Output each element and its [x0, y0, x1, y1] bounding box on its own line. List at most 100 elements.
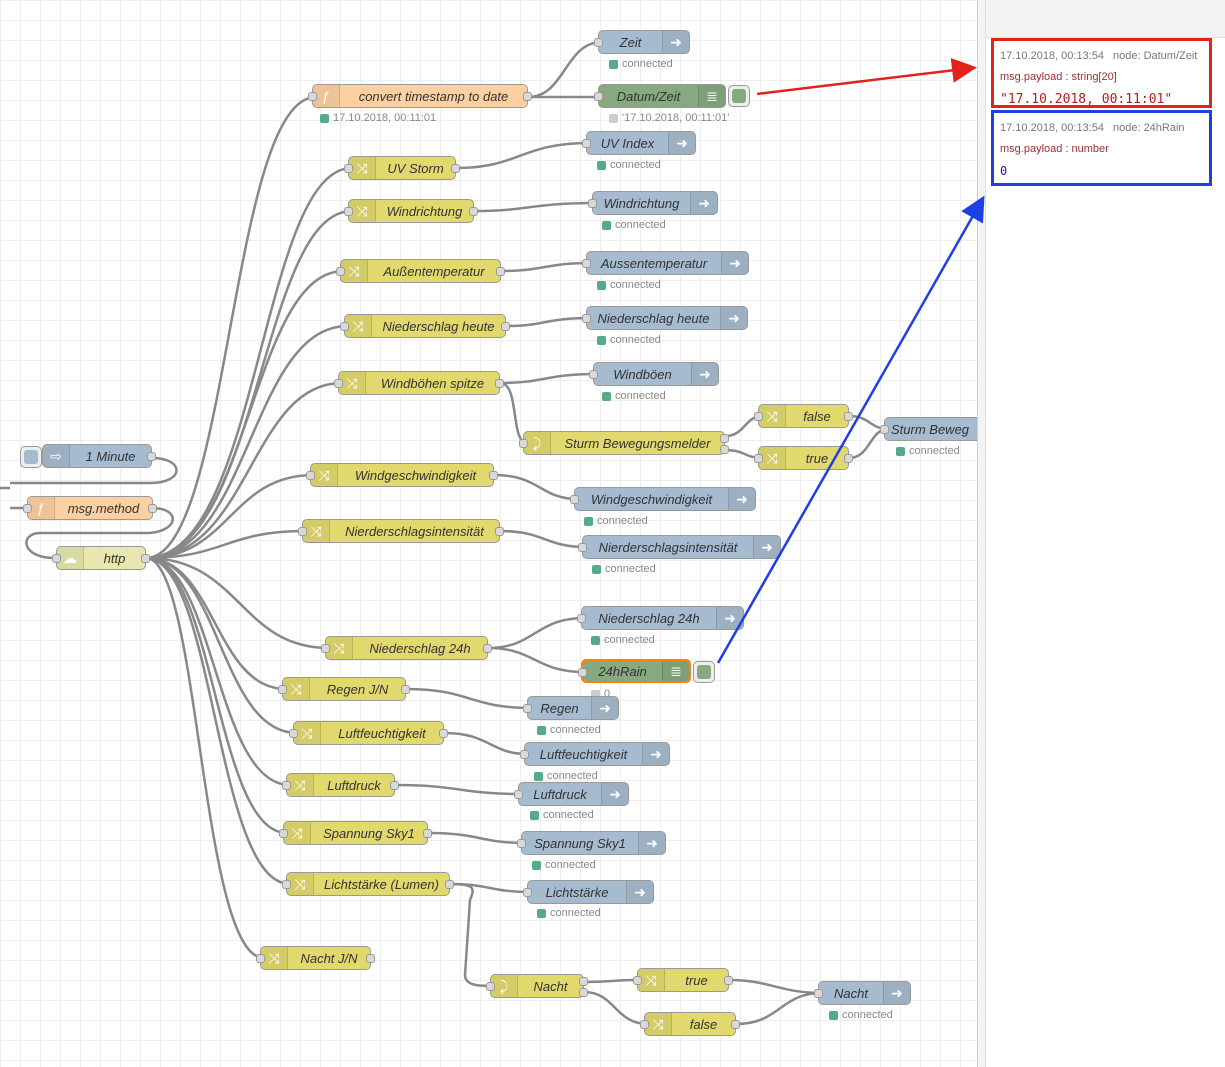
change-node-false-nacht[interactable]: ⤨ false [640, 1012, 740, 1036]
input-port[interactable] [814, 989, 823, 998]
flow-canvas[interactable]: ⇨ 1 Minute ƒ msg.method ☁ http ƒ convert… [0, 0, 977, 1067]
function-node-convert-timestamp[interactable]: ƒ convert timestamp to date [308, 84, 532, 108]
change-node-true[interactable]: ⤨ true [754, 446, 853, 470]
change-node-aussentemperatur[interactable]: ⤨ Außentemperatur [336, 259, 505, 283]
function-node-msg-method[interactable]: ƒ msg.method [23, 496, 157, 520]
input-port[interactable] [344, 207, 353, 216]
input-port[interactable] [306, 471, 315, 480]
input-port[interactable] [514, 790, 523, 799]
change-node-true-nacht[interactable]: ⤨ true [633, 968, 733, 992]
output-port[interactable] [469, 207, 478, 216]
output-port[interactable] [439, 729, 448, 738]
change-node-nacht-jn[interactable]: ⤨ Nacht J/N [256, 946, 375, 970]
input-port[interactable] [298, 527, 307, 536]
mqtt-node-windgeschwindigkeit[interactable]: Windgeschwindigkeit ➜ [570, 487, 756, 511]
output-port[interactable] [445, 880, 454, 889]
sidebar-resize-handle[interactable] [977, 0, 986, 1067]
input-port[interactable] [344, 164, 353, 173]
mqtt-node-regen[interactable]: Regen ➜ [523, 696, 619, 720]
output-port[interactable] [523, 92, 532, 101]
debug-toggle-button[interactable] [728, 85, 750, 107]
input-port[interactable] [23, 504, 32, 513]
input-port[interactable] [486, 982, 495, 991]
inject-trigger-button[interactable] [20, 446, 42, 468]
input-port[interactable] [256, 954, 265, 963]
output-port-1[interactable] [720, 434, 729, 443]
change-node-uv-storm[interactable]: ⤨ UV Storm [344, 156, 460, 180]
input-port[interactable] [582, 259, 591, 268]
output-port[interactable] [401, 685, 410, 694]
input-port[interactable] [278, 685, 287, 694]
input-port[interactable] [520, 750, 529, 759]
output-port[interactable] [147, 452, 156, 461]
mqtt-node-spannung-sky1[interactable]: Spannung Sky1 ➜ [517, 831, 666, 855]
change-node-lichtstaerke[interactable]: ⤨ Lichtstärke (Lumen) [282, 872, 454, 896]
input-port[interactable] [582, 314, 591, 323]
output-port[interactable] [451, 164, 460, 173]
http-request-node[interactable]: ☁ http [52, 546, 150, 570]
input-port[interactable] [279, 829, 288, 838]
input-port[interactable] [588, 199, 597, 208]
input-port[interactable] [880, 425, 889, 434]
output-port-2[interactable] [579, 988, 588, 997]
mqtt-node-luftdruck[interactable]: Luftdruck ➜ [514, 782, 629, 806]
input-port[interactable] [517, 839, 526, 848]
input-port[interactable] [340, 322, 349, 331]
input-port[interactable] [321, 644, 330, 653]
mqtt-node-uv-index[interactable]: UV Index ➜ [582, 131, 696, 155]
change-node-niederschlag-heute[interactable]: ⤨ Niederschlag heute [340, 314, 510, 338]
input-port[interactable] [754, 412, 763, 421]
output-port[interactable] [844, 412, 853, 421]
output-port[interactable] [390, 781, 399, 790]
mqtt-node-aussentemperatur[interactable]: Aussentemperatur ➜ [582, 251, 749, 275]
change-node-spannung-sky1[interactable]: ⤨ Spannung Sky1 [279, 821, 432, 845]
output-port[interactable] [501, 322, 510, 331]
input-port[interactable] [578, 543, 587, 552]
output-port[interactable] [724, 976, 733, 985]
debug-node-datum-zeit[interactable]: Datum/Zeit ≣ [594, 84, 726, 108]
input-port[interactable] [282, 781, 291, 790]
input-port[interactable] [282, 880, 291, 889]
mqtt-node-windboeen[interactable]: Windböen ➜ [589, 362, 719, 386]
input-port[interactable] [289, 729, 298, 738]
inject-node[interactable]: ⇨ 1 Minute [42, 444, 156, 468]
input-port[interactable] [633, 976, 642, 985]
mqtt-node-niederschlag-24h[interactable]: Niederschlag 24h ➜ [577, 606, 744, 630]
output-port[interactable] [489, 471, 498, 480]
output-port[interactable] [141, 554, 150, 563]
mqtt-node-lichtstaerke[interactable]: Lichtstärke ➜ [523, 880, 654, 904]
output-port[interactable] [844, 454, 853, 463]
switch-node-nacht[interactable]: ⤸ Nacht [486, 974, 588, 998]
output-port[interactable] [366, 954, 375, 963]
debug-toggle-button[interactable] [693, 661, 715, 683]
input-port[interactable] [594, 38, 603, 47]
change-node-windboehen-spitze[interactable]: ⤨ Windböhen spitze [334, 371, 504, 395]
input-port[interactable] [523, 704, 532, 713]
input-port[interactable] [523, 888, 532, 897]
input-port[interactable] [336, 267, 345, 276]
mqtt-node-nacht[interactable]: Nacht ➜ [814, 981, 911, 1005]
output-port[interactable] [423, 829, 432, 838]
output-port[interactable] [148, 504, 157, 513]
mqtt-node-sturm-bewegungsmelder[interactable]: Sturm Beweg [880, 417, 977, 441]
input-port[interactable] [570, 495, 579, 504]
change-node-luftfeuchtigkeit[interactable]: ⤨ Luftfeuchtigkeit [289, 721, 448, 745]
change-node-windrichtung[interactable]: ⤨ Windrichtung [344, 199, 478, 223]
mqtt-node-niederschlag-heute[interactable]: Niederschlag heute ➜ [582, 306, 748, 330]
input-port[interactable] [578, 668, 587, 677]
input-port[interactable] [582, 139, 591, 148]
output-port[interactable] [496, 267, 505, 276]
input-port[interactable] [640, 1020, 649, 1029]
input-port[interactable] [334, 379, 343, 388]
input-port[interactable] [52, 554, 61, 563]
mqtt-node-luftfeuchtigkeit[interactable]: Luftfeuchtigkeit ➜ [520, 742, 670, 766]
switch-node-sturm-bewegungsmelder[interactable]: ⤸ Sturm Bewegungsmelder [519, 431, 729, 455]
change-node-niederschlag-24h[interactable]: ⤨ Niederschlag 24h [321, 636, 492, 660]
output-port-2[interactable] [720, 445, 729, 454]
mqtt-node-zeit[interactable]: Zeit ➜ [594, 30, 690, 54]
output-port[interactable] [483, 644, 492, 653]
change-node-false[interactable]: ⤨ false [754, 404, 853, 428]
mqtt-node-windrichtung[interactable]: Windrichtung ➜ [588, 191, 718, 215]
